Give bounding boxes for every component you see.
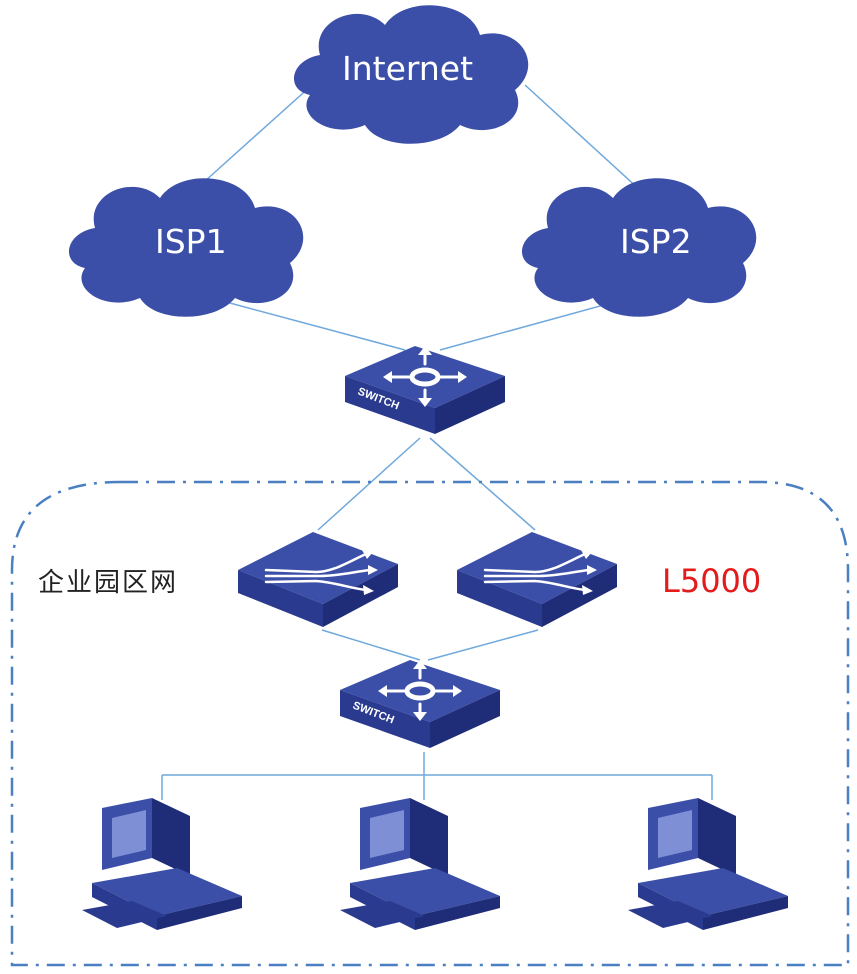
link-core-switch-router-right	[429, 437, 536, 531]
computer-icon	[340, 798, 500, 930]
link-router-left-access-switch	[321, 629, 421, 661]
computer-2	[340, 798, 500, 930]
l5000-device-left	[236, 530, 400, 629]
link-isp1-core-switch	[199, 294, 406, 351]
router-icon	[236, 530, 400, 629]
computer-icon	[82, 798, 242, 930]
cloud-isp1-label: ISP1	[155, 222, 227, 261]
computer-3	[628, 798, 788, 930]
cloud-internet: Internet	[293, 5, 529, 144]
router-icon	[455, 530, 619, 629]
link-internet-isp2	[524, 84, 641, 191]
core-switch: SWITCH	[345, 346, 505, 434]
cloud-isp2: ISP2	[521, 178, 757, 317]
device-model-label: L5000	[662, 562, 762, 600]
campus-network-label: 企业园区网	[38, 568, 179, 598]
cloud-isp1: ISP1	[68, 178, 304, 317]
link-core-switch-router-left	[317, 437, 421, 531]
access-switch: SWITCH	[340, 660, 500, 748]
link-router-right-access-switch	[427, 629, 539, 661]
link-internet-isp1	[194, 84, 313, 191]
computer-icon	[628, 798, 788, 930]
l5000-device-right	[455, 530, 619, 629]
campus-boundary	[10, 480, 850, 967]
cloud-isp2-label: ISP2	[620, 222, 692, 261]
computer-1	[82, 798, 242, 930]
cloud-internet-label: Internet	[342, 49, 473, 88]
